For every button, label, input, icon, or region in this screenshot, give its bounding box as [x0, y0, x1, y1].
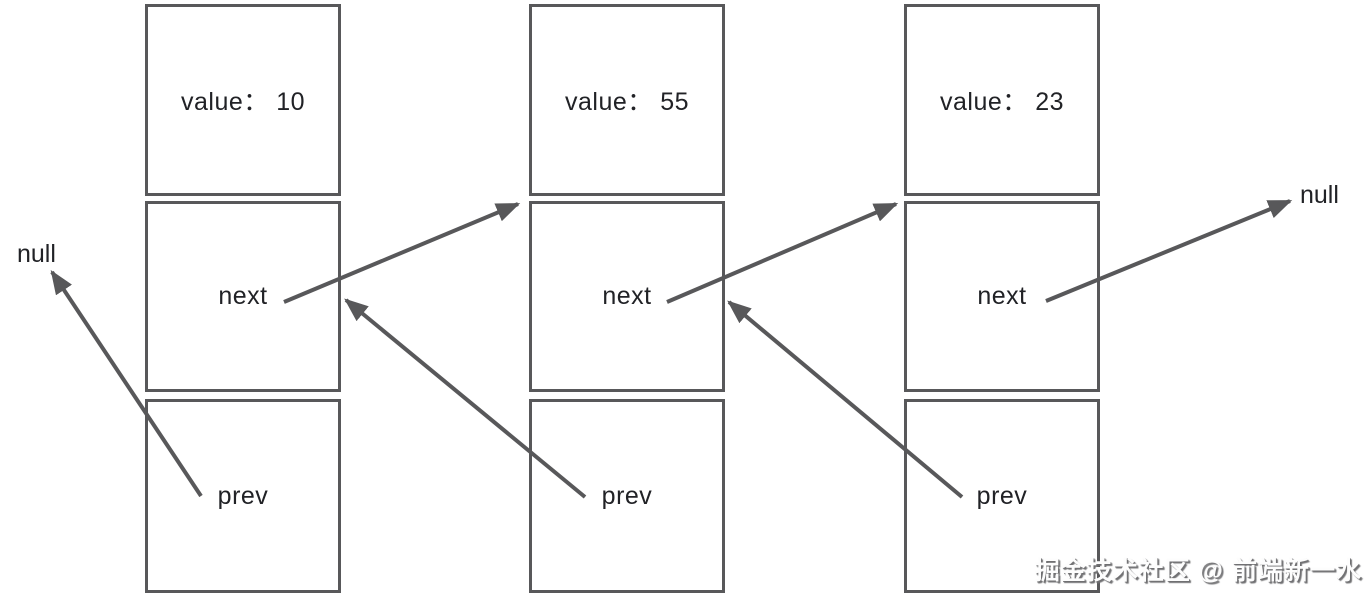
- list-node-2: value： 55 next prev: [529, 4, 725, 593]
- node-1-next-cell: next: [145, 201, 341, 392]
- node-3-value-label: value： 23: [939, 88, 1065, 116]
- node-3-value-cell: value： 23: [904, 4, 1100, 196]
- null-label-left: null: [17, 240, 56, 268]
- node-2-next-label: next: [602, 282, 652, 310]
- list-node-3: value： 23 next prev: [904, 4, 1100, 593]
- node-1-next-label: next: [218, 282, 268, 310]
- node-2-prev-cell: prev: [529, 399, 725, 593]
- node-3-next-label: next: [977, 282, 1027, 310]
- node-2-value-label: value： 55: [564, 88, 690, 116]
- watermark: 掘金技术社区 @ 前端新一水: [1034, 557, 1362, 585]
- node-1-value-cell: value： 10: [145, 4, 341, 196]
- node-2-value-cell: value： 55: [529, 4, 725, 196]
- list-node-1: value： 10 next prev: [145, 4, 341, 593]
- node-3-next-cell: next: [904, 201, 1100, 392]
- node-2-next-cell: next: [529, 201, 725, 392]
- null-label-right: null: [1300, 181, 1339, 209]
- node-1-prev-label: prev: [217, 481, 269, 510]
- node-1-prev-cell: prev: [145, 399, 341, 593]
- node-1-value-label: value： 10: [180, 88, 306, 116]
- node-3-prev-label: prev: [976, 481, 1028, 510]
- node-2-prev-label: prev: [601, 481, 653, 510]
